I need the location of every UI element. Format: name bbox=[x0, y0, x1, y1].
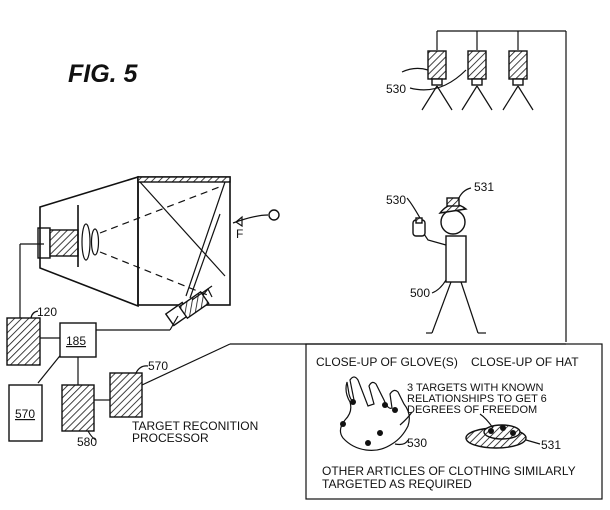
hat-target-dot bbox=[510, 430, 516, 436]
block-570-processor-label: 570 bbox=[148, 359, 168, 373]
person-figure: 530 531 500 bbox=[386, 180, 494, 334]
block-570-left-label: 570 bbox=[15, 407, 35, 421]
camera-ref-label: 530 bbox=[386, 82, 406, 96]
projection-display: F bbox=[37, 175, 280, 327]
ceiling-cameras: 530 bbox=[386, 30, 567, 342]
targets-text-3: DEGREES OF FREEDOM bbox=[407, 404, 537, 416]
hat-target-dot bbox=[500, 425, 506, 431]
glove-outline bbox=[339, 376, 410, 451]
camera-icon bbox=[502, 50, 534, 111]
glove-target-dot bbox=[377, 430, 383, 436]
figure-title: FIG. 5 bbox=[68, 60, 139, 88]
hat-closeup-ref: 531 bbox=[541, 438, 561, 452]
person-ref-label: 500 bbox=[410, 286, 430, 300]
block-120 bbox=[6, 317, 41, 366]
block-570-processor bbox=[109, 372, 143, 418]
glove-target-dot bbox=[382, 402, 388, 408]
glove-target-dot bbox=[340, 421, 346, 427]
targets-text-2: RELATIONSHIPS TO GET 6 bbox=[407, 393, 547, 405]
glove-closeup-ref: 530 bbox=[407, 436, 427, 450]
block-580 bbox=[61, 384, 95, 432]
glove-target-dot bbox=[392, 407, 398, 413]
hat-crown bbox=[483, 424, 521, 440]
glove-heading: CLOSE-UP OF GLOVE(S) bbox=[316, 355, 458, 369]
closeup-note-1: OTHER ARTICLES OF CLOTHING SIMILARLY bbox=[322, 464, 576, 478]
targets-text-1: 3 TARGETS WITH KNOWN bbox=[407, 382, 544, 394]
processor-caption-2: PROCESSOR bbox=[132, 431, 209, 445]
hat-heading: CLOSE-UP OF HAT bbox=[471, 355, 579, 369]
block-185-label: 185 bbox=[66, 334, 86, 348]
focus-label: F bbox=[236, 227, 243, 241]
camera-icon bbox=[421, 50, 453, 111]
block-185 bbox=[59, 322, 97, 358]
glove-target-dot bbox=[365, 440, 371, 446]
projector-icon bbox=[164, 285, 213, 327]
closeup-panel: CLOSE-UP OF GLOVE(S) CLOSE-UP OF HAT 3 T… bbox=[305, 343, 603, 500]
processor-caption-1: TARGET RECONITION bbox=[132, 419, 258, 433]
block-570-left bbox=[8, 384, 43, 442]
closeup-note-2: TARGETED AS REQUIRED bbox=[322, 477, 472, 491]
block-120-label: 120 bbox=[37, 305, 57, 319]
system-blocks: 120 185 570 580 570 TARGET RECONITION PR… bbox=[6, 243, 566, 449]
glove-target-dot bbox=[350, 399, 356, 405]
hat-ref-label: 531 bbox=[474, 180, 494, 194]
glove-ref-label: 530 bbox=[386, 193, 406, 207]
block-580-label: 580 bbox=[77, 435, 97, 449]
camera-icon bbox=[461, 50, 493, 111]
hat-target-dot bbox=[488, 428, 494, 434]
